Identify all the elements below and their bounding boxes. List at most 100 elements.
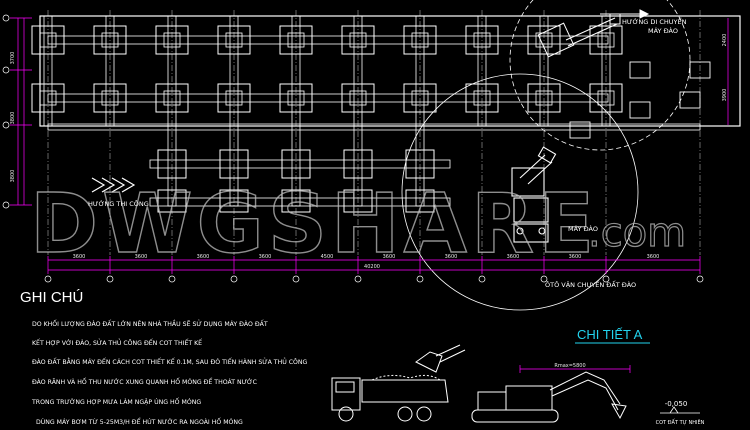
grid-bubble [416, 275, 424, 283]
foundation-footings [31, 25, 711, 213]
grid-bubble [230, 275, 238, 283]
footing [157, 189, 187, 213]
column-beam [601, 15, 611, 127]
column-beam [539, 15, 549, 127]
dimension-label: 3600 [383, 254, 396, 260]
column-beam [105, 15, 115, 127]
construction-direction-arrows [91, 177, 136, 193]
footing-pedestal [287, 90, 305, 106]
footing-pedestal [411, 90, 429, 106]
footing [569, 121, 591, 139]
ground-level-marker [660, 406, 700, 414]
excavator-top [537, 13, 621, 58]
label-excavator: MÁY ĐÀO [568, 224, 598, 233]
excavator-side [471, 371, 627, 423]
dump-truck-side [331, 374, 449, 422]
grid-bubble [2, 121, 10, 129]
footing-pedestal [101, 32, 119, 48]
footing [157, 149, 187, 179]
footing-pedestal [473, 32, 491, 48]
dimension-label: 3600 [73, 254, 86, 260]
footing [281, 189, 311, 213]
footing [465, 25, 499, 55]
footing [281, 149, 311, 179]
watermark-suffix: .com [588, 210, 686, 256]
note-line: TRONG TRƯỜNG HỢP MƯA LÀM NGẬP ÚNG HỐ MÓN… [31, 396, 201, 406]
grid-bubbles [2, 14, 704, 283]
excavator-middle [511, 146, 557, 197]
level-label: COT ĐẤT TỰ NHIÊN [656, 418, 705, 426]
footing-pedestal [163, 32, 181, 48]
footing [527, 25, 561, 55]
note-line: DÙNG MÁY BƠM TỪ 5-25M3/H ĐỂ HÚT NƯỚC RA … [36, 416, 243, 426]
foundation-beams [43, 15, 701, 207]
footing [629, 101, 651, 119]
footing [155, 83, 189, 113]
dimension-lines [17, 18, 729, 271]
dimension-label: 3600 [259, 254, 272, 260]
label-truck: ÔTÔ VẬN CHUYỂN ĐẤT ĐÀO [545, 279, 636, 289]
footing [629, 61, 651, 79]
footing [405, 189, 435, 213]
footing-pedestal [597, 90, 615, 106]
footing [219, 149, 249, 179]
dimension-ticks [10, 17, 701, 274]
footing [689, 61, 711, 79]
dimension-label: 3600 [135, 254, 148, 260]
footing-pedestal [101, 90, 119, 106]
footing [343, 149, 373, 179]
grid-bubble [602, 275, 610, 283]
label-excavator-direction-1: HƯỚNG DI CHUYỂN [622, 16, 687, 26]
dimension-total: 40200 [364, 264, 380, 270]
footing-pedestal [287, 32, 305, 48]
grid-bubble [696, 275, 704, 283]
footing-pedestal [473, 90, 491, 106]
note-line: KẾT HỢP VỚI ĐÀO, SỬA THỦ CÔNG ĐẾN COT TH… [32, 337, 202, 347]
grid-bubble [354, 275, 362, 283]
tie-beam [47, 35, 609, 45]
tie-beam [47, 93, 609, 103]
dimension-label: 3600 [647, 254, 660, 260]
footing [93, 83, 127, 113]
footing [279, 25, 313, 55]
footing [279, 83, 313, 113]
footing [527, 83, 561, 113]
grid-lines [47, 10, 701, 255]
footing-pedestal [163, 90, 181, 106]
grid-bubble [292, 275, 300, 283]
footing-pedestal [411, 32, 429, 48]
footing [217, 83, 251, 113]
footing-pedestal [349, 90, 367, 106]
column-beam [43, 15, 53, 127]
footing-pedestal [535, 90, 553, 106]
footing-pedestal [349, 32, 367, 48]
notes-title: GHI CHÚ [20, 289, 83, 306]
dump-truck-plan [513, 197, 549, 243]
level-value: -0,050 [665, 400, 688, 408]
excavator-reach-circle-top [509, 0, 691, 151]
grid-bubble [478, 275, 486, 283]
footing-pedestal [597, 32, 615, 48]
note-line: ĐÀO RÃNH VÀ HỐ THU NƯỚC XUNG QUANH HỐ MÓ… [32, 376, 257, 386]
footing-pedestal [39, 32, 57, 48]
notes-list: DO KHỐI LƯỢNG ĐÀO ĐẤT LỚN NÊN NHÀ THẦU S… [31, 318, 308, 426]
detail-title: CHI TIẾT A [577, 327, 643, 342]
footing-pedestal [225, 32, 243, 48]
note-line: DO KHỐI LƯỢNG ĐÀO ĐẤT LỚN NÊN NHÀ THẦU S… [32, 318, 268, 328]
excavator-reach-circle [401, 73, 639, 311]
grid-bubble [168, 275, 176, 283]
footing [403, 83, 437, 113]
grid-bubble [2, 201, 10, 209]
dimension-label: 3600 [445, 254, 458, 260]
column-beam [477, 15, 487, 127]
footing [589, 25, 623, 55]
footing [93, 25, 127, 55]
note-line: ĐÀO ĐẤT BẰNG MÁY ĐẾN CÁCH COT THIẾT KẾ 0… [32, 356, 308, 366]
grid-bubble [106, 275, 114, 283]
grid-bubble [2, 66, 10, 74]
label-construction-direction: HƯỚNG THI CÔNG [88, 199, 149, 208]
footing [217, 25, 251, 55]
footing [679, 91, 701, 109]
